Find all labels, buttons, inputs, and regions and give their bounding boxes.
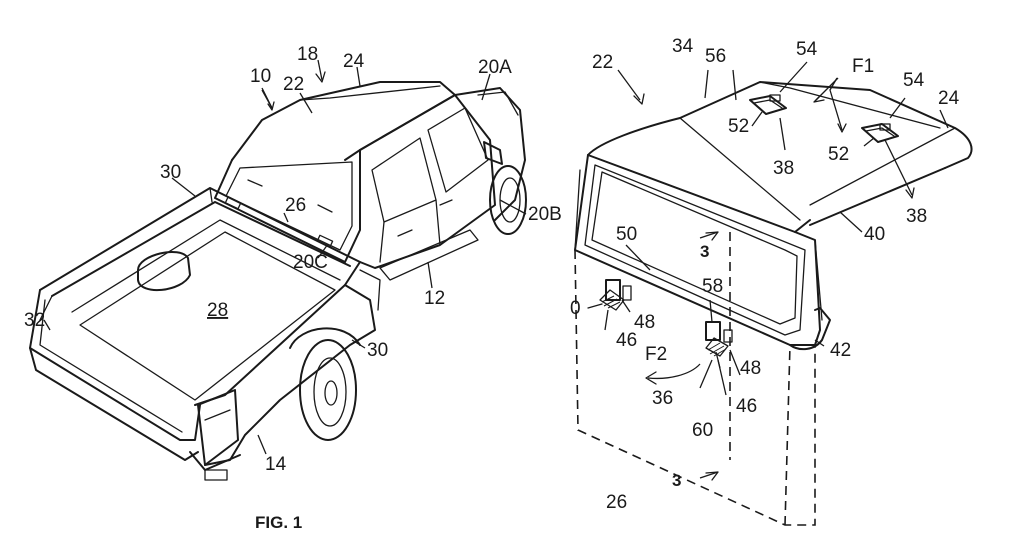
section-marker-bottom: 3 bbox=[672, 471, 681, 490]
truck-cap-illustration bbox=[574, 61, 973, 526]
cap-label-f2: F2 bbox=[645, 344, 667, 365]
label-10: 10 bbox=[250, 66, 271, 87]
label-12: 12 bbox=[424, 288, 445, 309]
cap-label-38-right: 38 bbox=[906, 206, 927, 227]
label-28: 28 bbox=[207, 300, 228, 321]
cap-label-60: 60 bbox=[692, 420, 713, 441]
label-32: 32 bbox=[24, 310, 45, 331]
cap-label-22: 22 bbox=[592, 52, 613, 73]
label-30-top: 30 bbox=[160, 162, 181, 183]
cap-label-58: 58 bbox=[702, 276, 723, 297]
figure-caption: FIG. 1 bbox=[255, 513, 302, 532]
label-20a: 20A bbox=[478, 57, 512, 78]
cap-label-26: 26 bbox=[606, 492, 627, 513]
label-24: 24 bbox=[343, 51, 365, 72]
cap-reference-numerals: 22 34 56 54 F1 54 24 52 38 52 38 40 3 50… bbox=[570, 36, 960, 513]
cap-label-46-left: 46 bbox=[616, 330, 637, 351]
cap-label-24: 24 bbox=[938, 88, 960, 109]
label-20c: 20C bbox=[293, 252, 328, 273]
label-30-bottom: 30 bbox=[367, 340, 388, 361]
cap-label-36: 36 bbox=[652, 388, 673, 409]
label-20b: 20B bbox=[528, 204, 562, 225]
cap-label-56: 56 bbox=[705, 46, 726, 67]
label-18: 18 bbox=[297, 44, 318, 65]
cap-label-0: 0 bbox=[570, 298, 581, 319]
cap-label-46-right: 46 bbox=[736, 396, 757, 417]
cap-label-54-left: 54 bbox=[796, 39, 818, 60]
cap-label-48-left: 48 bbox=[634, 312, 655, 333]
label-14: 14 bbox=[265, 454, 287, 475]
cap-label-48-right: 48 bbox=[740, 358, 761, 379]
cap-label-52-left: 52 bbox=[728, 116, 749, 137]
cap-label-f1: F1 bbox=[852, 56, 874, 77]
label-26: 26 bbox=[285, 195, 306, 216]
cap-label-42: 42 bbox=[830, 340, 851, 361]
pickup-truck-illustration bbox=[29, 59, 527, 481]
cap-label-50: 50 bbox=[616, 224, 637, 245]
section-marker-top: 3 bbox=[700, 242, 709, 261]
label-22: 22 bbox=[283, 74, 304, 95]
cap-label-34: 34 bbox=[672, 36, 694, 57]
cap-label-40: 40 bbox=[864, 224, 885, 245]
cap-label-38-left: 38 bbox=[773, 158, 794, 179]
truck-reference-numerals: 10 18 22 24 20A 30 26 20B 20C 28 12 32 3… bbox=[24, 44, 562, 475]
cap-label-54-right: 54 bbox=[903, 70, 925, 91]
cap-label-52-right: 52 bbox=[828, 144, 849, 165]
